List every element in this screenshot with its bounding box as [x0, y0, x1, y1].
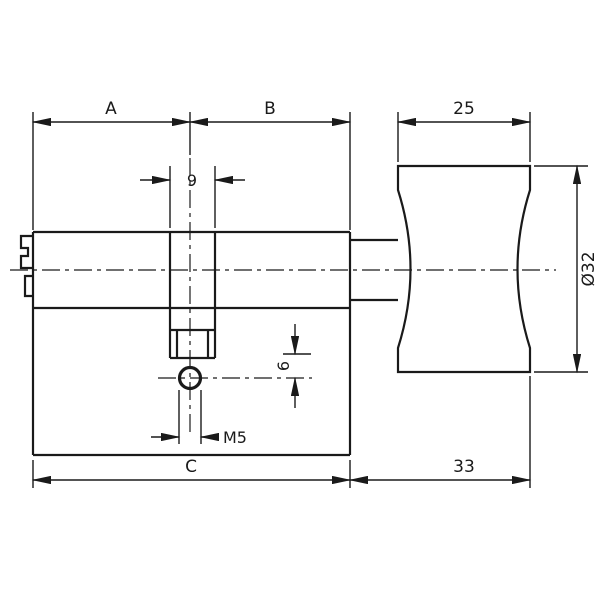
screw-hole — [177, 365, 203, 391]
dimension-25: 25 — [396, 99, 532, 162]
centerlines — [10, 158, 556, 432]
dim-m5-label: M5 — [223, 428, 247, 447]
dimension-6: 6 — [274, 324, 311, 408]
dim-b-label: B — [264, 99, 276, 119]
dim-25-label: 25 — [453, 99, 475, 119]
dim-c-label: C — [185, 457, 197, 477]
dim-33-label: 33 — [453, 457, 475, 477]
dimension-33: 33 — [348, 376, 532, 488]
dimension-b: B — [188, 99, 352, 230]
dimension-a: A — [31, 99, 192, 230]
cylinder-body — [19, 230, 352, 457]
dimension-diameter-32: Ø32 — [534, 164, 599, 374]
dim-9-label: 9 — [187, 171, 197, 190]
dimension-c: C — [31, 457, 352, 488]
dimension-9: 9 — [140, 166, 245, 228]
dim-a-label: A — [105, 99, 117, 119]
key-channel-detail — [19, 234, 33, 298]
fixing-screw-hole — [177, 365, 203, 391]
cam — [168, 232, 217, 360]
knob-outline — [396, 164, 532, 374]
dimension-m5: M5 — [151, 390, 247, 447]
thumbturn-knob — [396, 164, 532, 374]
dim-diameter-label: Ø32 — [579, 251, 599, 286]
dim-6-label: 6 — [274, 361, 293, 371]
connecting-shaft — [350, 238, 398, 302]
